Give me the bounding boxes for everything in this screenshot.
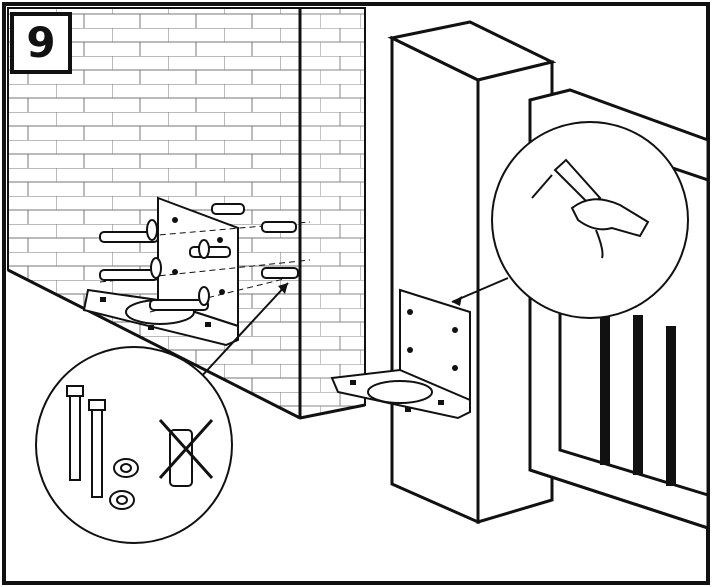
- gate-bar-3: [666, 326, 676, 486]
- anchor-bolt-icon: [66, 385, 106, 498]
- tightening-callout: [451, 121, 689, 319]
- hand-wrench-icon: [531, 158, 650, 259]
- post-bracket: [330, 288, 471, 420]
- wall-plug-icon: [158, 418, 214, 487]
- wall-bracket: [82, 196, 239, 347]
- step-number-badge: 9: [10, 12, 72, 74]
- anchor-bolts: [99, 203, 311, 313]
- wall-side-face: [299, 7, 366, 420]
- hardware-callout: [35, 282, 289, 544]
- step-number: 9: [26, 18, 56, 67]
- washer-icon: [109, 458, 139, 510]
- gate-bar-1: [600, 305, 610, 465]
- gate-bar-2: [633, 315, 643, 475]
